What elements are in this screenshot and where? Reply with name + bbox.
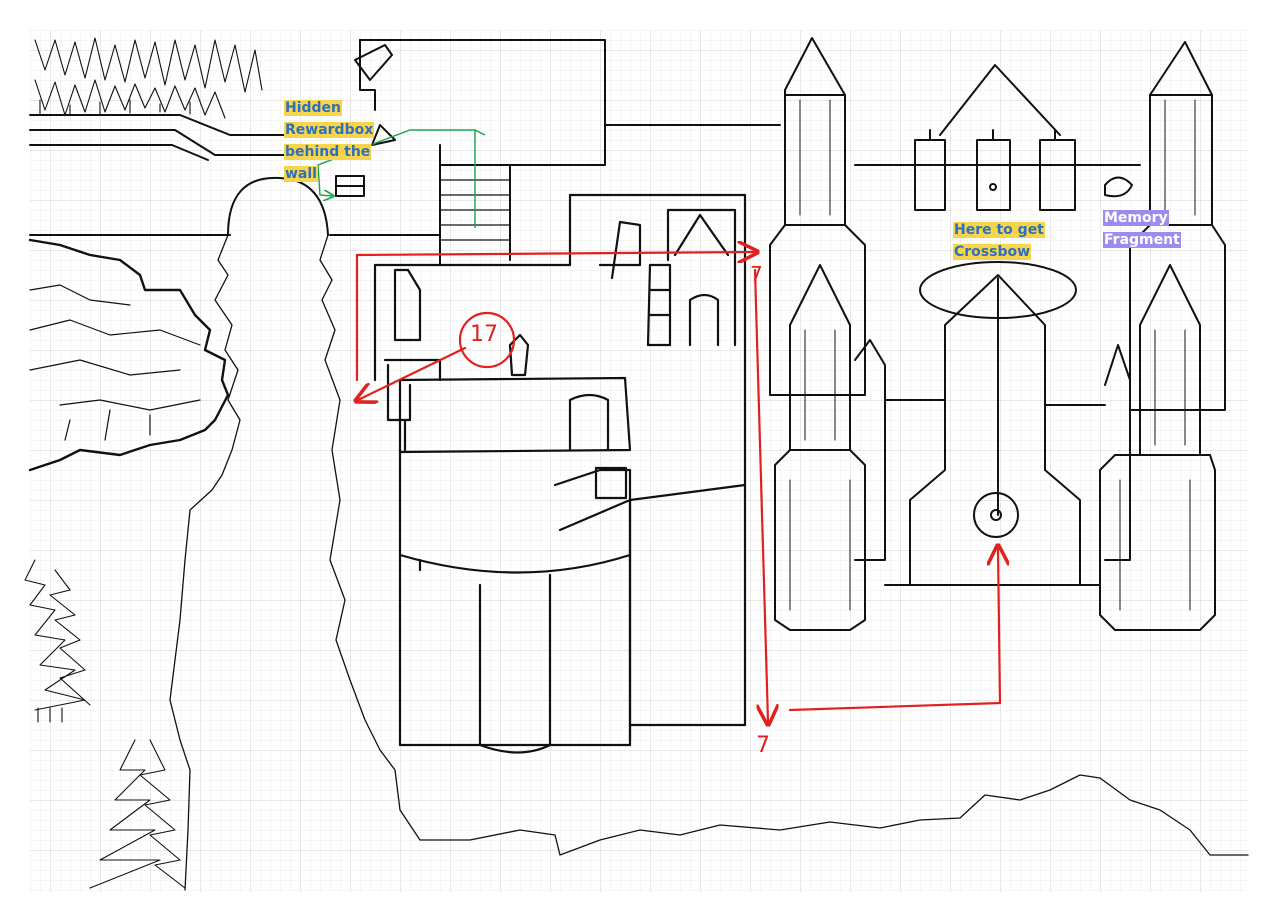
note-line: Hidden xyxy=(284,100,343,116)
forest-bottom-left xyxy=(24,559,186,889)
note-line: wall xyxy=(284,166,318,182)
rock-cliff xyxy=(28,238,230,472)
central-castle xyxy=(373,193,747,754)
crest-drawing xyxy=(973,492,1019,538)
river-left-bank xyxy=(169,234,241,891)
river-right-bank xyxy=(319,234,1249,856)
note-crossbow: Here to get Crossbow xyxy=(953,219,1045,263)
note-line: Rewardbox xyxy=(284,122,375,138)
note-memory-fragment: Memory Fragment xyxy=(1103,207,1181,251)
route-marker-circle xyxy=(458,311,516,369)
fort-upper xyxy=(335,39,606,266)
note-line: behind the xyxy=(284,144,372,160)
note-line: Here to get xyxy=(953,222,1045,238)
route-to-cathedral-arrow xyxy=(788,548,1000,712)
red-route xyxy=(357,252,1000,722)
route-label-bottom: 7 xyxy=(756,733,770,758)
route-top-arrow xyxy=(355,252,755,382)
note-hidden-rewardbox: Hidden Rewardbox behind the wall xyxy=(284,97,375,185)
note-line: Memory xyxy=(1103,210,1169,226)
route-label-top: 7 xyxy=(750,262,763,286)
forest-top-left xyxy=(34,37,263,119)
graph-paper-grid xyxy=(30,30,1248,892)
wall-arch xyxy=(227,176,329,236)
note-line: Fragment xyxy=(1103,232,1181,248)
note-line: Crossbow xyxy=(953,244,1032,260)
route-marker-number: 17 xyxy=(470,322,498,347)
route-down-arrow xyxy=(753,268,768,722)
route-marker-pointer xyxy=(358,346,467,400)
